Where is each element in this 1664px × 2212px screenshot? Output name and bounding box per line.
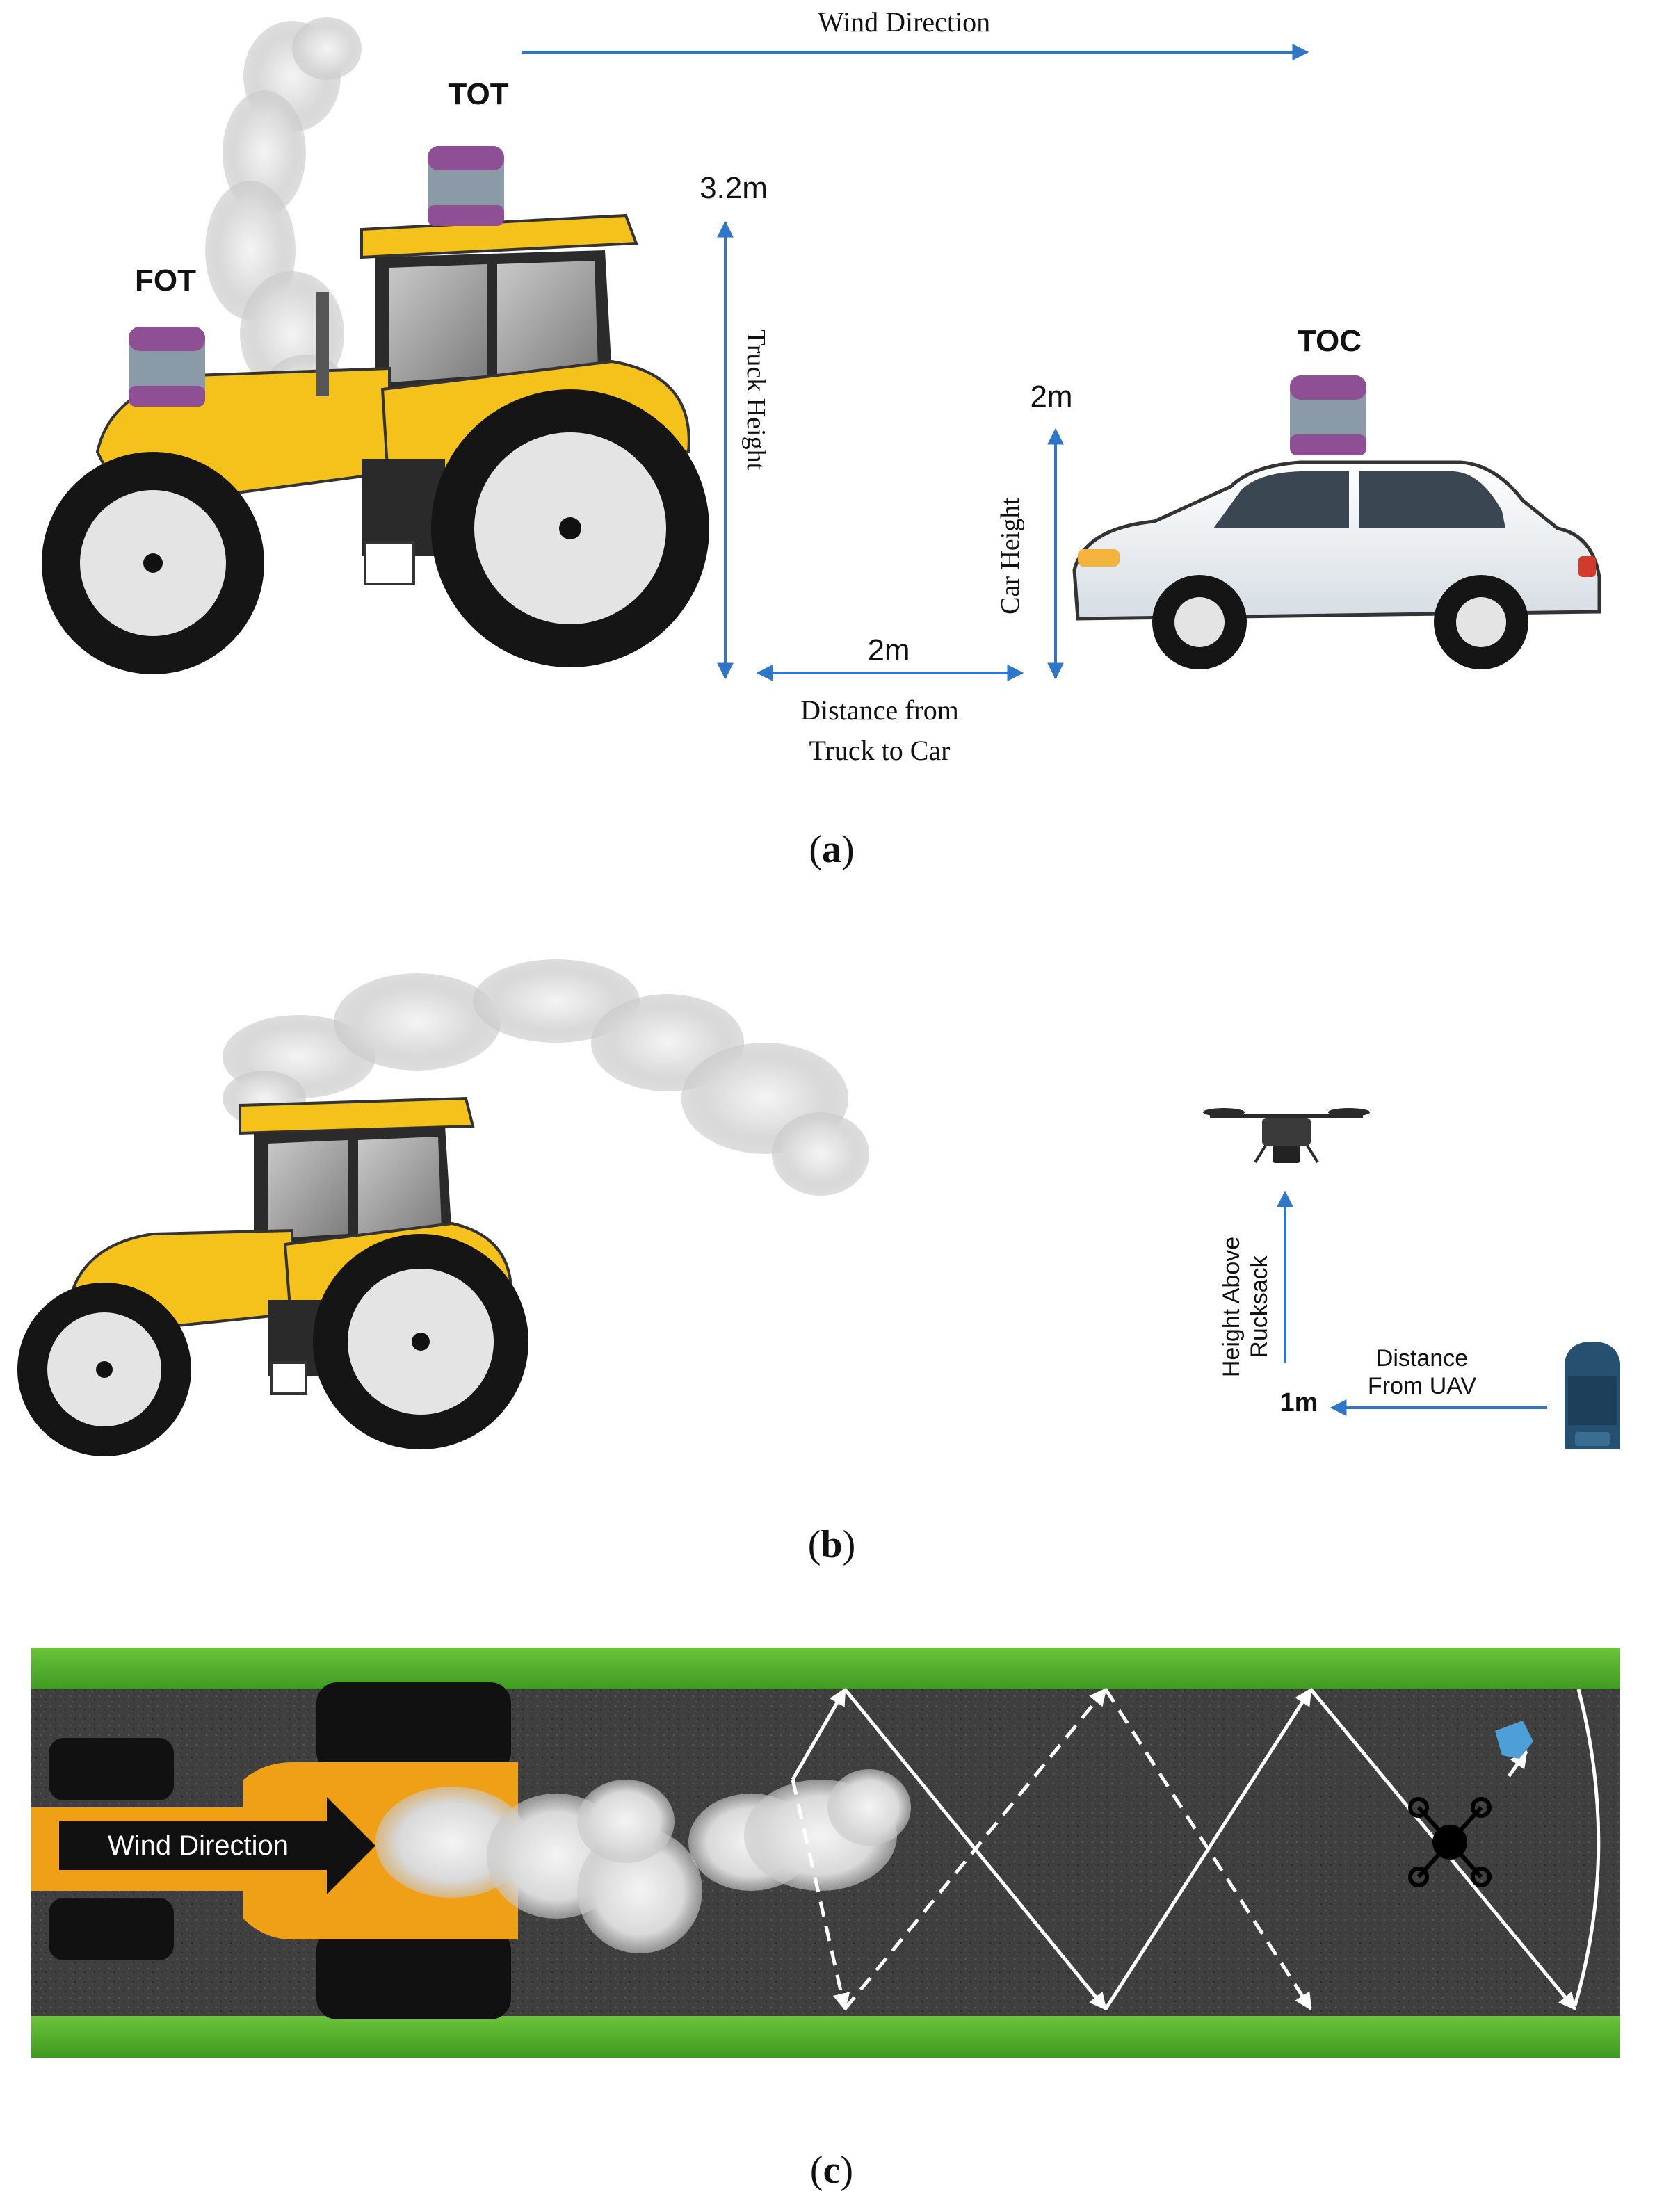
distance-label-line1: Distance from bbox=[800, 694, 959, 726]
caption-a: (a) bbox=[809, 828, 854, 871]
exhaust-smoke-c bbox=[375, 1769, 911, 1953]
distance-label-line2: Truck to Car bbox=[809, 735, 951, 766]
distance-from-uav-value: 1m bbox=[1280, 1388, 1318, 1417]
distance-value: 2m bbox=[867, 633, 910, 667]
rucksack-top-view-icon bbox=[1495, 1721, 1533, 1759]
sensor-toc bbox=[1290, 375, 1366, 455]
wind-direction-label-c: Wind Direction bbox=[108, 1830, 289, 1861]
rucksack-icon bbox=[1565, 1342, 1620, 1449]
wind-direction-block-arrow bbox=[59, 1797, 375, 1894]
label-toc: TOC bbox=[1298, 324, 1362, 358]
sensor-tot bbox=[428, 146, 504, 226]
panel-b: Height Above Rucksack Distance From UAV … bbox=[17, 959, 1620, 1566]
label-fot: FOT bbox=[135, 263, 196, 298]
sensor-fot bbox=[129, 327, 205, 407]
exhaust-smoke-b bbox=[223, 959, 869, 1196]
car bbox=[1072, 460, 1601, 669]
distance-from-uav-line2: From UAV bbox=[1368, 1373, 1476, 1399]
caption-c: (c) bbox=[810, 2149, 853, 2192]
tractor-small bbox=[17, 1096, 528, 1456]
label-tot: TOT bbox=[448, 77, 508, 111]
grass-bottom bbox=[31, 2016, 1620, 2058]
car-height-value: 2m bbox=[1030, 380, 1072, 414]
panel-a: Wind Direction bbox=[42, 6, 1601, 871]
panel-c: Wind Direction bbox=[31, 1648, 1620, 2192]
truck-height-label: Truck Height bbox=[741, 330, 770, 471]
height-above-label-line1: Height Above bbox=[1218, 1237, 1245, 1377]
car-height-label: Car Height bbox=[996, 498, 1025, 615]
wind-direction-label: Wind Direction bbox=[818, 6, 990, 38]
drone-icon bbox=[1203, 1108, 1370, 1164]
truck-height-value: 3.2m bbox=[700, 171, 768, 205]
drone-top-view-icon bbox=[1408, 1797, 1492, 1887]
height-above-label-line2: Rucksack bbox=[1246, 1255, 1273, 1358]
distance-from-uav-line1: Distance bbox=[1376, 1345, 1468, 1372]
grass-top bbox=[31, 1648, 1620, 1689]
flight-path-dashed bbox=[791, 1688, 1313, 2011]
caption-b: (b) bbox=[808, 1523, 855, 1566]
exhaust-smoke bbox=[205, 17, 362, 424]
